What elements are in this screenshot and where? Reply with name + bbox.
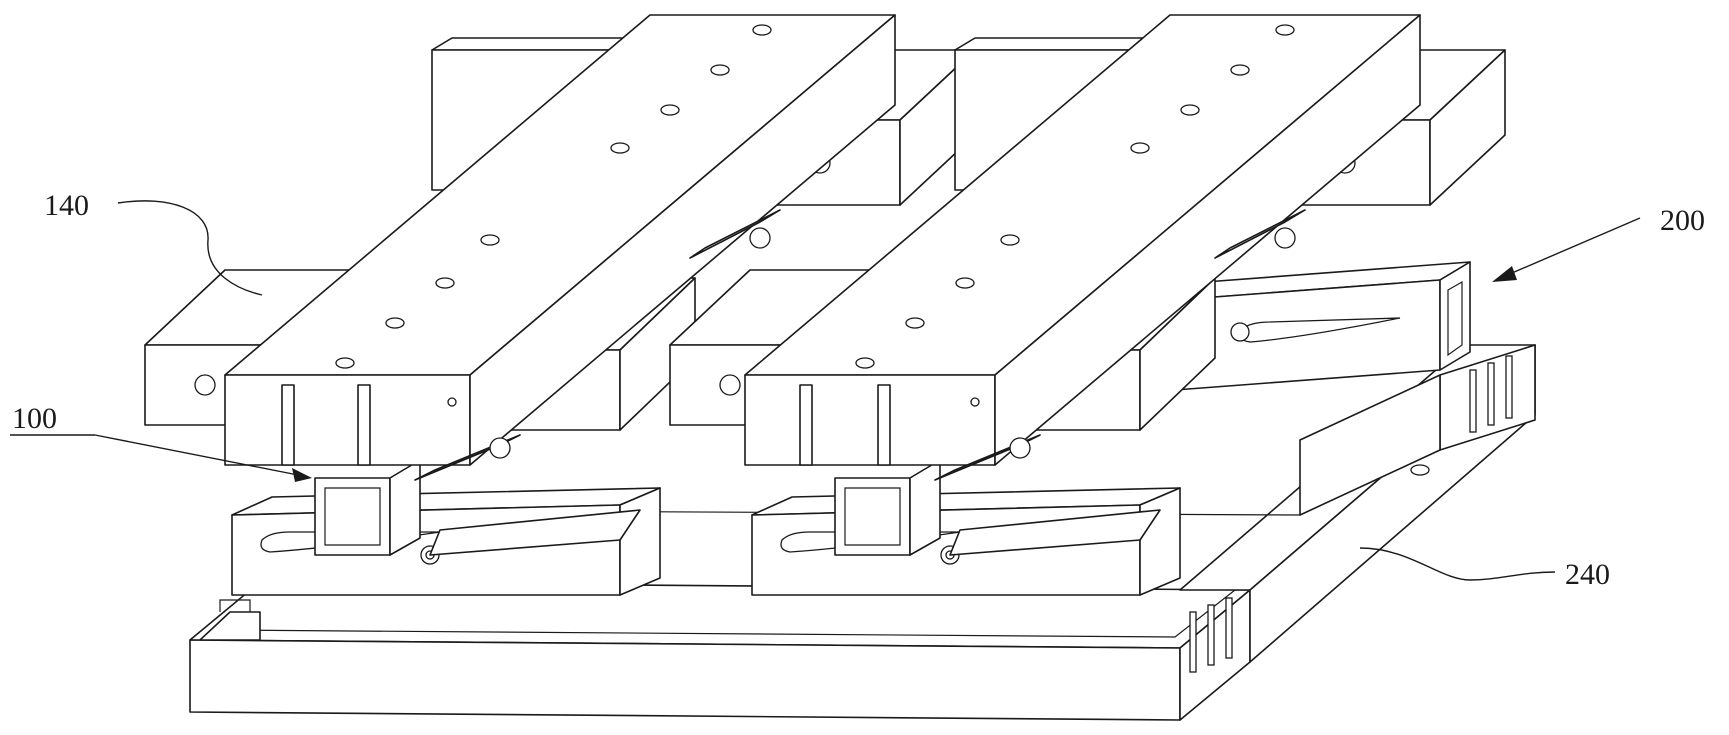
callout-200: 200 (1492, 204, 1705, 282)
callout-100: 100 (10, 402, 312, 482)
bolt-hole (719, 374, 741, 396)
rail-slot (1225, 597, 1233, 659)
callout-140: 140 (44, 189, 263, 296)
rail-slot (1469, 369, 1477, 433)
upper-assembly-right (669, 14, 1506, 481)
leader-line-140 (117, 200, 263, 296)
leader-line-200 (1504, 217, 1641, 277)
roller-pin (1009, 437, 1031, 459)
rail-slot (1207, 604, 1215, 666)
roller-pin (749, 227, 771, 249)
lower-channel-right (751, 459, 1181, 596)
leader-arrowhead-200 (1492, 266, 1517, 282)
upper-assembly-left (144, 14, 976, 481)
leader-arrowhead-100 (292, 468, 312, 482)
roller-pin (489, 437, 511, 459)
rail-slot (1505, 355, 1513, 419)
mounting-hole (1410, 464, 1430, 476)
callout-240: 240 (1359, 547, 1610, 591)
ref-label-140: 140 (44, 189, 89, 222)
rear-lower-channel (1174, 261, 1471, 391)
leader-line-240 (1359, 547, 1556, 581)
rail-slot (1487, 362, 1495, 426)
ref-label-200: 200 (1660, 204, 1705, 237)
rail-slot (1189, 611, 1197, 673)
ref-label-100: 100 (12, 402, 57, 435)
roller-pin (1274, 227, 1296, 249)
leader-line-100 (94, 434, 299, 476)
roller-pin (1230, 322, 1250, 342)
bolt-hole (194, 374, 216, 396)
base-frame (189, 344, 1536, 721)
lower-channel-left (231, 459, 661, 596)
ref-label-240: 240 (1565, 558, 1610, 591)
